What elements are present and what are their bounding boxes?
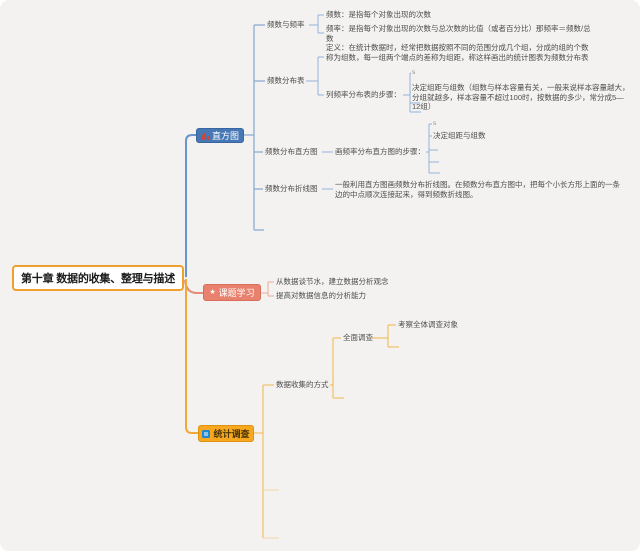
topic-histogram-steps[interactable]: 画频率分布直方图的步骤： xyxy=(335,147,425,156)
topic-freq[interactable]: 频数与频率 xyxy=(267,20,305,29)
topic-freq-polyline[interactable]: 频数分布折线图 xyxy=(265,184,318,193)
topic-freq-histogram[interactable]: 频数分布直方图 xyxy=(265,147,318,156)
topic-data-collection-method[interactable]: 数据收集的方式 xyxy=(276,380,329,389)
root-topic[interactable]: 第十章 数据的收集、整理与描述 xyxy=(12,265,184,291)
branch-node-project-study[interactable]: ★ 课题学习 xyxy=(203,284,261,301)
topic-histogram-steps-mini[interactable]: s xyxy=(433,120,437,127)
topic-census[interactable]: 全面调查 xyxy=(343,333,373,342)
topic-table-steps-mini[interactable]: s xyxy=(412,69,416,76)
topic-polyline-desc[interactable]: 一般利用直方图画频数分布折线图。在频数分布直方图中，把每个小长方形上面的一条边的… xyxy=(335,180,620,199)
topic-pinshu-def[interactable]: 频数：是指每个对象出现的次数 xyxy=(326,10,431,19)
topic-project-point1[interactable]: 从数据谈节水，建立数据分析观念 xyxy=(276,277,389,286)
topic-project-point2[interactable]: 提高对数据信息的分析能力 xyxy=(276,291,366,300)
topic-freq-table[interactable]: 频数分布表 xyxy=(267,76,305,85)
bar-chart-icon xyxy=(200,132,209,140)
topic-pinlv-def[interactable]: 频率：是指每个对象出现的次数与总次数的比值（或者百分比）那频率＝频数/总数 xyxy=(326,24,591,43)
topic-table-definition[interactable]: 定义：在统计数据时，经常把数据按照不同的范围分成几个组，分成的组的个数称为组数，… xyxy=(326,43,589,62)
branch-label-project-study: 课题学习 xyxy=(218,288,255,298)
topic-census-target[interactable]: 考察全体调查对象 xyxy=(398,320,458,329)
branch-node-survey[interactable]: 统计调查 xyxy=(198,425,254,442)
branch-node-histogram[interactable]: 直方图 xyxy=(196,128,244,143)
star-icon: ★ xyxy=(209,289,216,296)
topic-histogram-step1[interactable]: 决定组距与组数 xyxy=(433,131,486,140)
branch-label-histogram: 直方图 xyxy=(211,131,239,141)
branch-label-survey: 统计调查 xyxy=(213,429,250,439)
topic-table-steps[interactable]: 列频率分布表的步骤： xyxy=(326,90,401,99)
topic-table-step1[interactable]: 决定组距与组数（组数与样本容量有关，一般来说样本容量越大，分组就越多，样本容量不… xyxy=(412,83,630,111)
list-chart-icon xyxy=(202,429,211,438)
